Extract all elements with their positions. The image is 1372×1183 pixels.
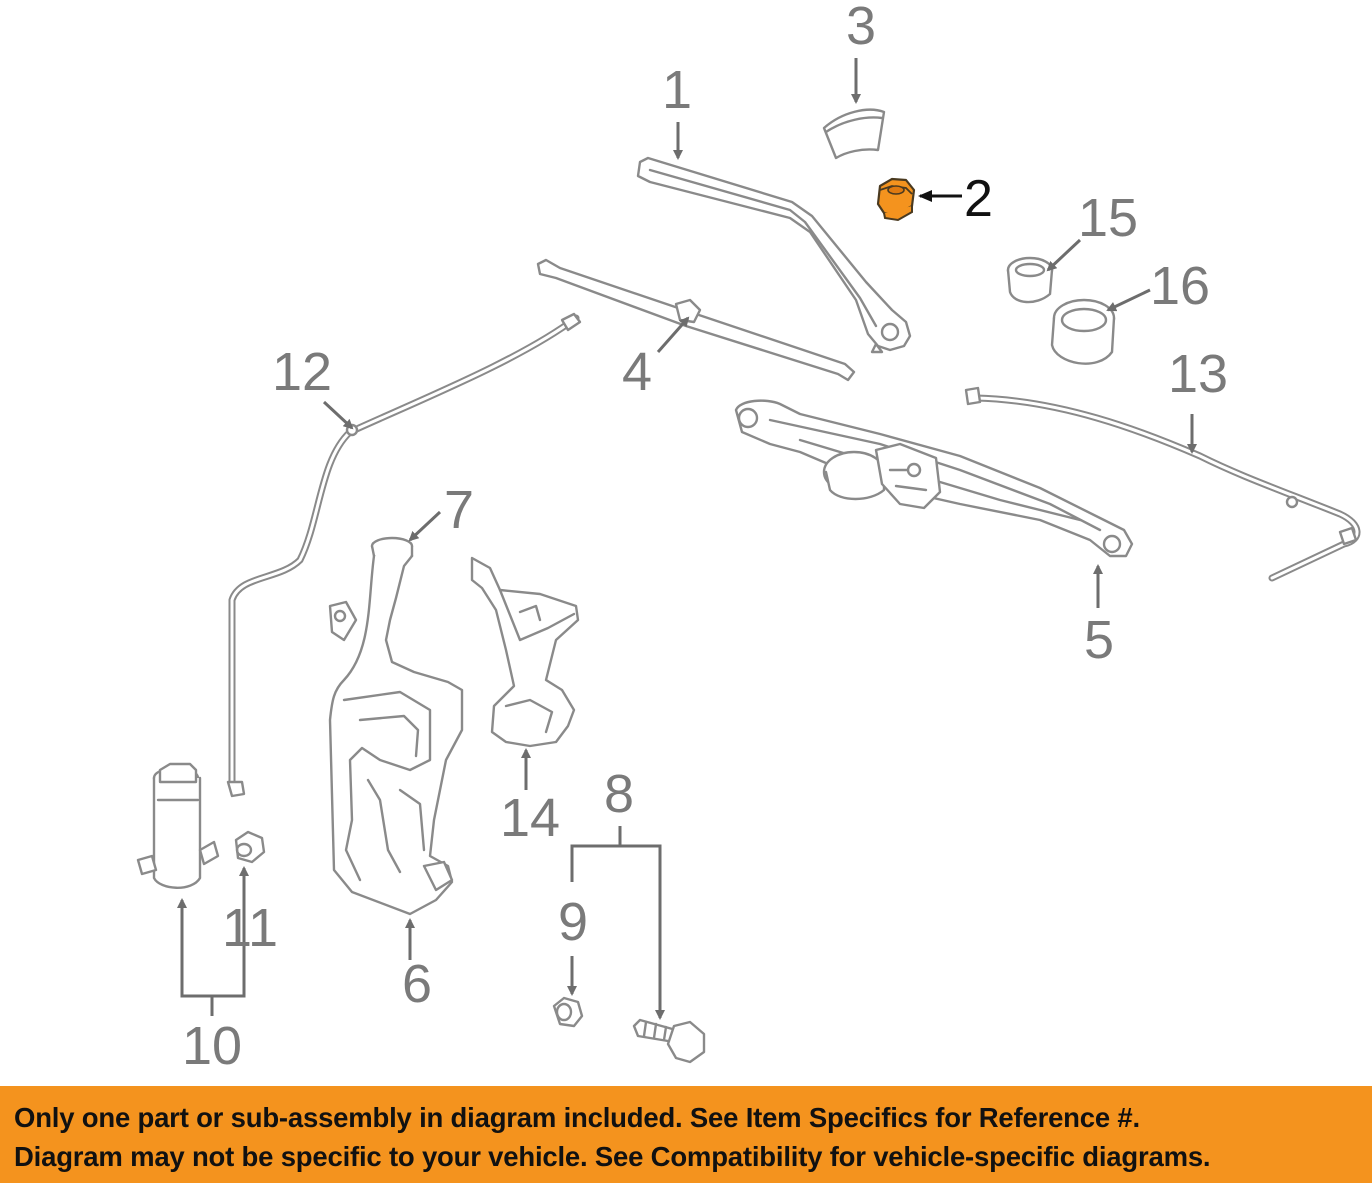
part-wiper-arm bbox=[636, 156, 912, 354]
disclaimer-line-2: Diagram may not be specific to your vehi… bbox=[14, 1141, 1211, 1172]
part-pump-grommet bbox=[234, 830, 266, 864]
part-reservoir-bracket bbox=[470, 556, 580, 748]
part-washer-reservoir bbox=[328, 554, 464, 916]
leader-line-16 bbox=[1106, 288, 1151, 312]
part-washer-pump bbox=[136, 762, 220, 889]
disclaimer-line-1: Only one part or sub-assembly in diagram… bbox=[14, 1102, 1140, 1133]
callout-11: 11 bbox=[222, 898, 278, 958]
callout-1: 1 bbox=[662, 60, 692, 120]
part-wiper-blade bbox=[536, 258, 856, 382]
leader-line-15 bbox=[1046, 238, 1082, 272]
callout-2: 2 bbox=[964, 170, 993, 228]
disclaimer-banner: Only one part or sub-assembly in diagram… bbox=[0, 1086, 1372, 1183]
part-bolt bbox=[632, 1018, 706, 1064]
callout-6: 6 bbox=[402, 954, 432, 1014]
callout-3: 3 bbox=[846, 0, 876, 56]
parts-diagram: 1 2 3 4 5 6 7 8 9 10 11 12 13 14 15 16 bbox=[136, 0, 1361, 1076]
part-grommet-large bbox=[1050, 298, 1116, 365]
leader-line-8-bolt bbox=[570, 844, 665, 1020]
callout-12: 12 bbox=[272, 342, 332, 402]
callout-10: 10 bbox=[182, 1016, 242, 1076]
part-washer-hose bbox=[226, 312, 582, 798]
callout-8: 8 bbox=[604, 764, 634, 824]
callout-16: 16 bbox=[1150, 256, 1210, 316]
callout-4: 4 bbox=[622, 342, 652, 402]
callout-13: 13 bbox=[1168, 344, 1228, 404]
part-wiper-motor-linkage bbox=[734, 399, 1134, 558]
part-grommet-small bbox=[1006, 256, 1054, 304]
leader-line-4 bbox=[656, 316, 690, 353]
part-nut-highlighted bbox=[876, 177, 916, 222]
callout-9: 9 bbox=[558, 892, 588, 952]
part-washer-hose-right bbox=[964, 386, 1361, 582]
callout-5: 5 bbox=[1084, 610, 1114, 670]
part-small-nut bbox=[552, 996, 584, 1028]
callout-15: 15 bbox=[1078, 188, 1138, 248]
leader-line-7 bbox=[408, 510, 442, 542]
callout-7: 7 bbox=[444, 480, 474, 540]
callout-14: 14 bbox=[500, 788, 560, 848]
part-arm-cap bbox=[822, 108, 886, 160]
parts-diagram-svg: 1 2 3 4 5 6 7 8 9 10 11 12 13 14 15 16 bbox=[136, 0, 1361, 1076]
leader-line-12 bbox=[322, 400, 354, 430]
